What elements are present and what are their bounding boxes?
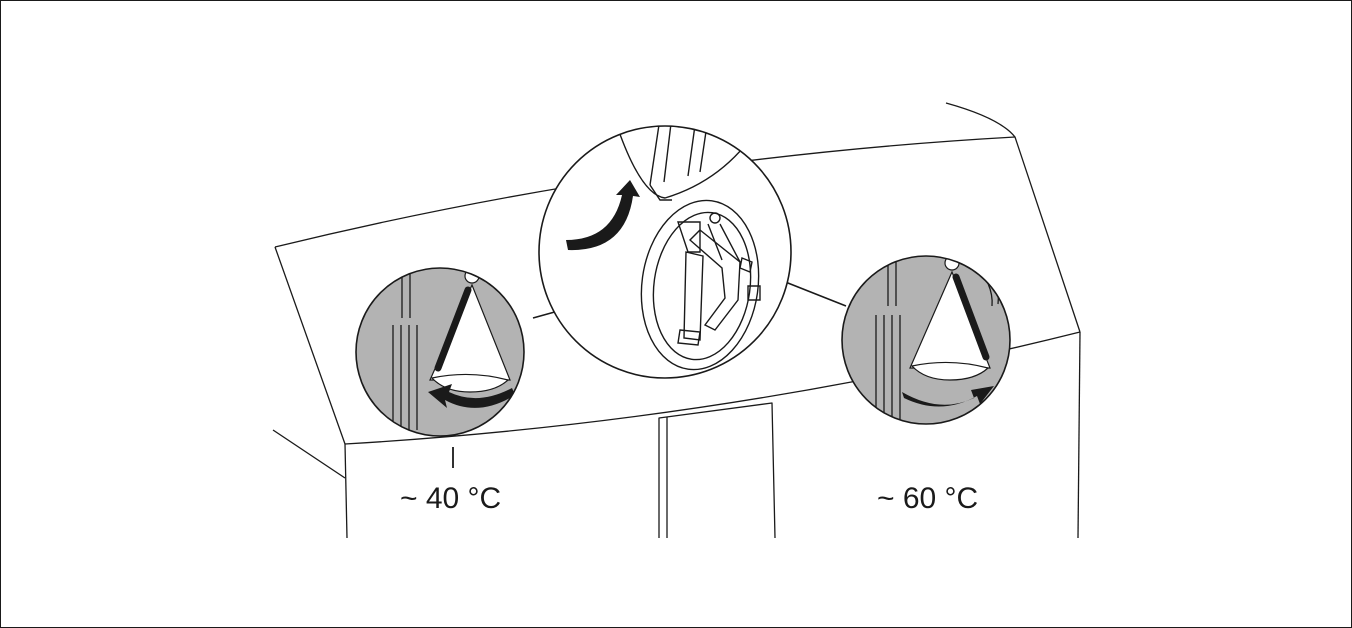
cover-detail-zoom xyxy=(538,125,792,379)
left-temperature-label: ~ 40 °C xyxy=(400,482,502,515)
appliance-front-right-edge xyxy=(1077,331,1081,539)
right-setting-zoom xyxy=(841,255,1011,425)
curved-arrow-icon xyxy=(566,180,640,251)
appliance-front-left-edge xyxy=(344,443,348,539)
appliance-left-side-edge xyxy=(274,246,346,445)
appliance-lower-left-edge xyxy=(272,429,346,479)
left-setting-zoom xyxy=(355,267,525,437)
right-pointer xyxy=(952,273,990,361)
appliance-top-right-corner xyxy=(945,102,1081,333)
appliance-center-panel xyxy=(658,402,776,539)
left-pointer xyxy=(434,286,472,372)
rotate-counterclockwise-icon xyxy=(428,384,515,408)
right-temperature-label: ~ 60 °C xyxy=(877,482,979,515)
rotate-clockwise-icon xyxy=(902,386,994,407)
selector-housing xyxy=(640,199,760,371)
